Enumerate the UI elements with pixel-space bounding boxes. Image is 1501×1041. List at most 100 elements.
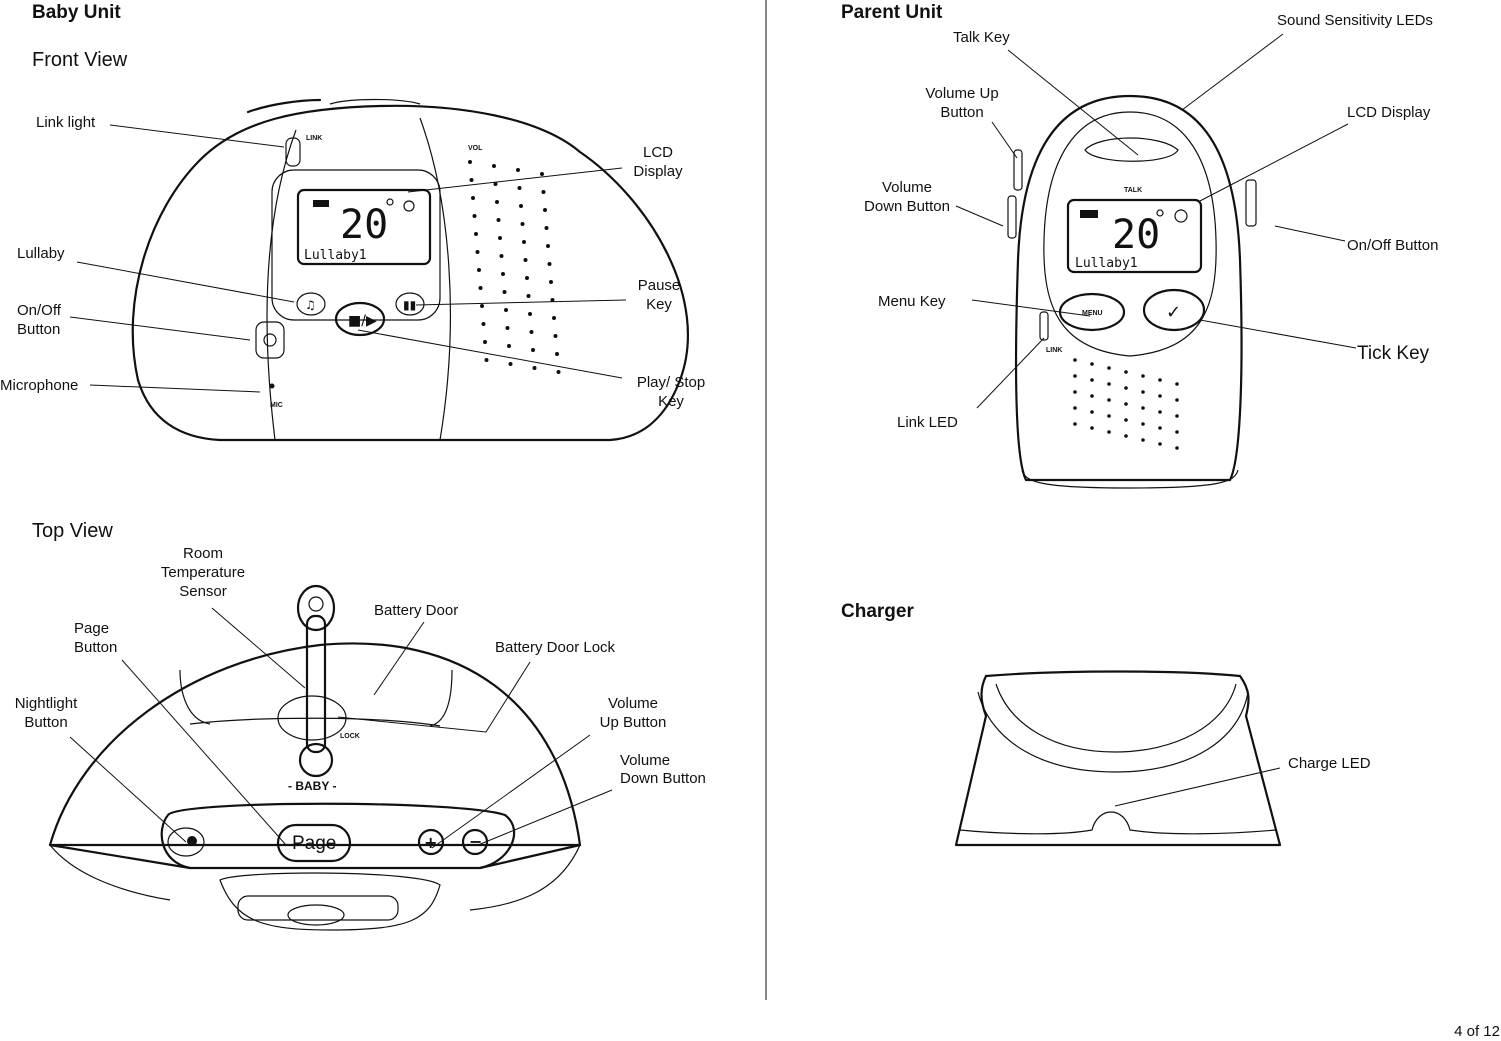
baby-lcd-song: Lullaby1 xyxy=(304,248,367,263)
speaker-hole xyxy=(1073,374,1077,378)
top-device-lock-text: LOCK xyxy=(340,733,360,740)
parent-device-menu-text: MENU xyxy=(1082,310,1103,317)
speaker-hole xyxy=(483,340,487,344)
speaker-hole xyxy=(504,308,508,312)
parent-lcd-song: Lullaby1 xyxy=(1075,256,1138,271)
volume-up-label-2: Up Button xyxy=(600,714,667,731)
speaker-hole xyxy=(531,348,535,352)
lcd-display-label-1: LCD xyxy=(643,144,673,161)
speaker-hole xyxy=(468,160,472,164)
speaker-hole xyxy=(550,298,555,302)
speaker-hole xyxy=(505,326,510,330)
speaker-hole xyxy=(1107,414,1111,418)
page-button-label-1: Page xyxy=(74,620,109,637)
pause-key-label-1: Pause xyxy=(638,277,681,294)
speaker-hole xyxy=(544,226,549,230)
speaker-hole xyxy=(552,316,556,320)
speaker-hole xyxy=(469,178,474,182)
speaker-hole xyxy=(498,236,502,240)
speaker-hole xyxy=(1124,386,1128,390)
charger-drawing xyxy=(954,670,1282,847)
parent-volume-down-label-1: Volume xyxy=(882,179,932,196)
speaker-hole xyxy=(471,196,475,200)
speaker-hole xyxy=(481,322,486,326)
parent-lcd-temp: 20 xyxy=(1112,212,1160,258)
top-device-baby-text: - BABY - xyxy=(288,779,336,793)
speaker-hole xyxy=(495,200,499,204)
speaker-hole xyxy=(547,262,552,266)
speaker-hole xyxy=(1107,382,1111,386)
speaker-hole xyxy=(1090,362,1094,366)
room-temp-label-1: Room xyxy=(183,545,223,562)
speaker-hole xyxy=(1141,390,1145,394)
svg-text:✓: ✓ xyxy=(1166,302,1181,323)
play-stop-label-1: Play/ Stop xyxy=(637,374,705,391)
speaker-hole xyxy=(525,276,529,280)
room-temp-label-2: Temperature xyxy=(161,564,245,581)
baby-lcd-temp: 20 xyxy=(340,202,388,248)
charger-callouts: Charge LED xyxy=(1114,755,1371,807)
speaker-hole xyxy=(1073,422,1077,426)
parent-volume-up-label-1: Volume Up xyxy=(925,85,998,102)
charge-led-label: Charge LED xyxy=(1288,755,1371,772)
pause-key-label-2: Key xyxy=(646,296,672,313)
parent-device-talk-text: TALK xyxy=(1124,187,1142,194)
speaker-hole xyxy=(478,286,483,290)
speaker-hole xyxy=(1141,438,1145,442)
svg-text:−: − xyxy=(469,832,482,851)
sound-leds-label: Sound Sensitivity LEDs xyxy=(1277,12,1433,29)
speaker-hole xyxy=(1141,406,1145,410)
speaker-hole xyxy=(1073,390,1077,394)
parent-device-link-text: LINK xyxy=(1046,347,1062,354)
speaker-hole xyxy=(1175,430,1179,434)
speaker-hole xyxy=(520,222,525,226)
charger-title: Charger xyxy=(841,601,914,622)
on-off-label-1: On/Off xyxy=(17,302,62,319)
speaker-hole xyxy=(474,232,478,236)
top-view-heading: Top View xyxy=(32,520,113,542)
speaker-hole xyxy=(1073,406,1077,410)
speaker-hole xyxy=(516,168,520,172)
baby-unit-front-drawing: LINK VOL 20 Lullaby1 ■/▶ ▮▮ ♫ MIC xyxy=(131,98,690,442)
svg-text:■/▶: ■/▶ xyxy=(348,313,377,329)
speaker-hole xyxy=(1158,410,1162,414)
speaker-hole xyxy=(540,172,544,176)
speaker-hole xyxy=(1107,430,1111,434)
play-stop-label-2: Key xyxy=(658,393,684,410)
battery-lock-label: Battery Door Lock xyxy=(495,639,616,656)
speaker-hole xyxy=(1090,410,1094,414)
baby-device-mic-text: MIC xyxy=(270,402,283,409)
speaker-hole xyxy=(522,240,526,244)
speaker-hole xyxy=(508,362,513,366)
speaker-hole xyxy=(553,334,558,338)
speaker-hole xyxy=(1124,402,1128,406)
page-button-label-2: Button xyxy=(74,639,117,656)
speaker-hole xyxy=(499,254,504,258)
speaker-hole xyxy=(1124,418,1128,422)
tick-key-label: Tick Key xyxy=(1357,343,1430,364)
speaker-hole xyxy=(1141,374,1145,378)
speaker-hole xyxy=(1158,378,1162,382)
speaker-hole xyxy=(519,204,523,208)
speaker-hole xyxy=(1175,382,1179,386)
parent-on-off-label: On/Off Button xyxy=(1347,237,1438,254)
speaker-hole xyxy=(1158,426,1162,430)
svg-text:+: + xyxy=(424,833,437,852)
speaker-hole xyxy=(475,250,480,254)
speaker-hole xyxy=(543,208,547,212)
speaker-hole xyxy=(1090,378,1094,382)
speaker-hole xyxy=(1175,414,1179,418)
speaker-hole xyxy=(528,312,532,316)
baby-device-link-text: LINK xyxy=(306,135,322,142)
baby-unit-title: Baby Unit xyxy=(32,2,121,23)
speaker-hole xyxy=(472,214,477,218)
speaker-hole xyxy=(532,366,537,370)
speaker-hole xyxy=(492,164,496,168)
lullaby-label: Lullaby xyxy=(17,245,65,262)
speaker-hole xyxy=(555,352,559,356)
menu-key-label: Menu Key xyxy=(878,293,946,310)
baby-unit-top-drawing: LOCK - BABY - Page + − xyxy=(48,584,582,931)
speaker-hole xyxy=(546,244,550,248)
page-number: 4 of 12 xyxy=(1454,1023,1500,1040)
